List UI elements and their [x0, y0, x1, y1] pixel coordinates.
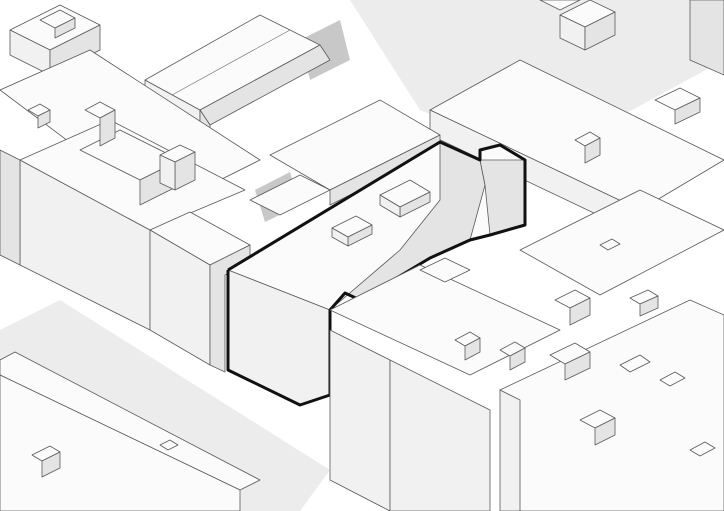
building-left-courtyard [0, 49, 261, 331]
highlight-outline [226, 140, 527, 407]
building-middle-band [249, 99, 441, 216]
building-right-middle [519, 189, 724, 326]
building-top-left-small [9, 4, 101, 76]
building-top-right [539, 0, 724, 76]
building-lower-center [329, 257, 561, 511]
building-right-lower [499, 299, 724, 511]
building-bottom-left [0, 351, 261, 511]
building-right-upper [429, 59, 724, 236]
highlighted-building [226, 140, 527, 407]
gabled-building [144, 14, 350, 151]
